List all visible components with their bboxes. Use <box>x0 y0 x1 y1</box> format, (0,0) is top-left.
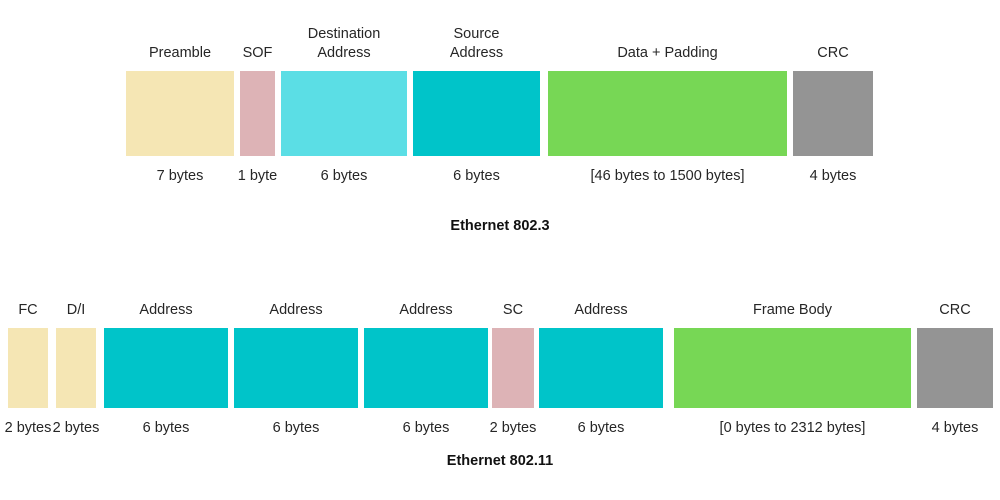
frame-field-label: Data + Padding <box>617 45 718 61</box>
frame-field-label: Address <box>269 302 323 318</box>
frame-field: Frame Body [0 bytes to 2312 bytes] <box>674 302 911 436</box>
frame-field: Address 6 bytes <box>364 302 488 436</box>
frame-field-box <box>104 328 228 408</box>
frame-field-label: D/I <box>66 302 86 318</box>
frame-field-box <box>240 71 275 156</box>
frame-field: SOF 1 byte <box>238 45 278 184</box>
frame-field-size: 2 bytes <box>489 420 537 436</box>
frame-field-box <box>8 328 48 408</box>
frame-field: Address 6 bytes <box>104 302 228 436</box>
frame-field: Address 6 bytes <box>539 302 663 436</box>
frame-field: Address 6 bytes <box>234 302 358 436</box>
frame-field-label: FC <box>18 302 38 318</box>
frame-field-size: 2 bytes <box>52 420 100 436</box>
frame-field: D/I 2 bytes <box>53 302 100 436</box>
frame-field-box <box>793 71 873 156</box>
frame-field-label: Address <box>574 302 628 318</box>
frame-field: SC 2 bytes <box>490 302 537 436</box>
frame-field-box <box>917 328 993 408</box>
frame-field-size: 7 bytes <box>156 168 204 184</box>
frame-field-label: CRC <box>939 302 971 318</box>
frame-field: FC 2 bytes <box>5 302 52 436</box>
frame-field-size: 6 bytes <box>142 420 190 436</box>
frame-field-box <box>492 328 534 408</box>
frame-field-size: 4 bytes <box>809 168 857 184</box>
frame-field: CRC 4 bytes <box>917 302 993 436</box>
frame-field-label: Address <box>399 302 453 318</box>
frame-field-box <box>413 71 540 156</box>
frame-field-box <box>234 328 358 408</box>
frame-field-label: SOF <box>242 45 273 61</box>
frame-field-box <box>281 71 407 156</box>
frame-field-label: CRC <box>817 45 849 61</box>
frame-field-label: Address <box>139 302 193 318</box>
frame-field-box <box>56 328 96 408</box>
frame-field: CRC 4 bytes <box>793 45 873 184</box>
frame-field-label: Preamble <box>148 45 212 61</box>
frame-field-size: 4 bytes <box>931 420 979 436</box>
frame-field: Data + Padding [46 bytes to 1500 bytes] <box>548 45 787 184</box>
frame-field-size: 6 bytes <box>320 168 368 184</box>
frame-field-box <box>548 71 787 156</box>
frame-field-box <box>539 328 663 408</box>
frame-field-box <box>126 71 234 156</box>
frame-field-label: SC <box>502 302 524 318</box>
frame-field-size: 6 bytes <box>272 420 320 436</box>
frame-field-size: [46 bytes to 1500 bytes] <box>590 168 745 184</box>
frame-field-size: 6 bytes <box>577 420 625 436</box>
frame-field-label: Frame Body <box>753 302 832 318</box>
frame-field-size: [0 bytes to 2312 bytes] <box>719 420 866 436</box>
frame-field-size: 6 bytes <box>402 420 450 436</box>
diagram-caption: Ethernet 802.11 <box>446 453 554 469</box>
frame-field-size: 1 byte <box>237 168 278 184</box>
frame-field-box <box>364 328 488 408</box>
frame-field-size: 6 bytes <box>453 168 500 184</box>
frame-field-size: 2 bytes <box>4 420 52 436</box>
diagram-caption: Ethernet 802.3 <box>450 218 550 234</box>
frame-field: Preamble 7 bytes <box>126 45 234 184</box>
frame-field-box <box>674 328 911 408</box>
